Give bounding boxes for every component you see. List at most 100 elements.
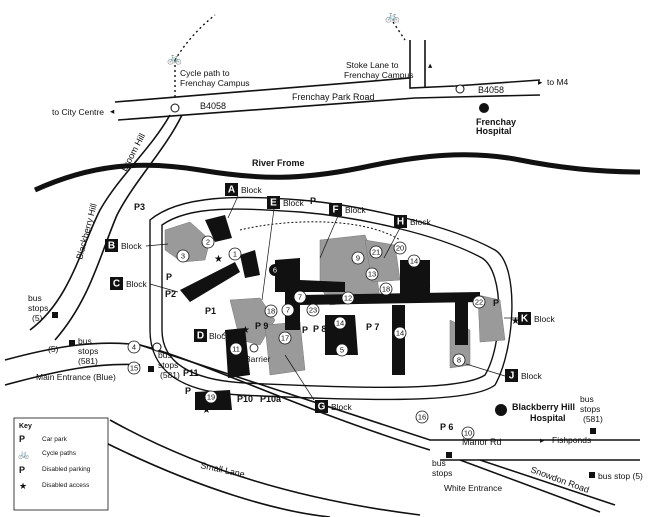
disabled-parking-icon: P xyxy=(493,298,499,308)
bus-stop-label: stops xyxy=(78,346,98,356)
key-disabled-access: Disabled access xyxy=(42,482,90,489)
label-cycle-left-2: Frenchay Campus xyxy=(180,78,249,88)
block-k: K Block xyxy=(518,312,556,325)
block-g-letter: G xyxy=(318,402,326,413)
bus-stop-label: bus stop (5) xyxy=(598,471,643,481)
label-cycle-left-1: Cycle path to xyxy=(180,68,230,78)
label-blackberry-hospital-2: Hospital xyxy=(530,413,566,423)
block-k-letter: K xyxy=(521,314,529,325)
block-f-label: Block xyxy=(345,205,367,215)
building-7: 7 xyxy=(298,293,302,302)
building-18a: 18 xyxy=(267,307,275,316)
bus-stop-label: (581) xyxy=(78,356,98,366)
block-a-label: Block xyxy=(241,185,263,195)
label-frenchay-hospital-1: Frenchay xyxy=(476,117,516,127)
label-to-city-centre: to City Centre xyxy=(52,107,104,117)
bicycle-icon: 🚲 xyxy=(385,9,400,23)
label-main-entrance: Main Entrance (Blue) xyxy=(36,372,116,382)
block-c-label: Block xyxy=(126,279,148,289)
bus-stop-icon xyxy=(52,312,58,318)
label-river-frome: River Frome xyxy=(252,158,305,168)
bus-stop-icon xyxy=(148,366,154,372)
bus-stop-label: bus xyxy=(580,394,594,404)
car-park-p7: P 7 xyxy=(366,322,379,332)
bus-stop-label: bus xyxy=(28,293,42,303)
car-park-p2: P2 xyxy=(165,289,176,299)
parking-labels: P1 P2 P3 P 4 P 5 P 6 P 7 P 8 P 9 P10 P10… xyxy=(134,196,499,432)
label-manor-rd: Manor Rd xyxy=(462,437,502,447)
cycle-path-left xyxy=(174,14,216,100)
roundabout-icon xyxy=(170,103,180,113)
block-e-letter: E xyxy=(270,198,277,209)
car-park-p10a: P10a xyxy=(260,394,282,404)
bus-stop-label: stops xyxy=(28,303,48,313)
key-disabled-parking: Disabled parking xyxy=(42,466,91,473)
roundabout-icon xyxy=(152,342,162,352)
label-to-m4: to M4 xyxy=(547,77,569,87)
block-b-letter: B xyxy=(108,241,115,252)
key-cycle-paths: Cycle paths xyxy=(42,450,77,457)
star-icon: ★ xyxy=(214,254,223,265)
block-c-letter: C xyxy=(113,279,120,290)
manor-road xyxy=(139,344,431,451)
block-a-letter: A xyxy=(228,185,235,196)
building-2: 2 xyxy=(206,238,210,247)
label-white-entrance: White Entrance xyxy=(444,483,502,493)
bus-stop-label: stops xyxy=(432,468,452,478)
building-19: 19 xyxy=(207,393,215,402)
key-car-park: Car park xyxy=(42,436,68,443)
building-14b: 14 xyxy=(336,319,344,328)
disabled-parking-icon: P xyxy=(166,272,172,282)
disabled-access-icons: ★ ★ ★ ★ ★ xyxy=(202,254,520,416)
building-12: 12 xyxy=(344,294,352,303)
building-1: 1 xyxy=(233,250,237,259)
building-22: 22 xyxy=(475,298,483,307)
star-icon: ★ xyxy=(202,405,211,416)
bus-stop-label: stops xyxy=(158,360,178,370)
block-e: E Block xyxy=(267,196,305,209)
block-b: B Block xyxy=(105,239,143,252)
label-frenchay-park-road: Frenchay Park Road xyxy=(292,92,375,102)
building-21: 21 xyxy=(372,248,380,257)
frenchay-park-road xyxy=(114,77,541,121)
stoke-lane xyxy=(409,40,426,88)
building-9: 9 xyxy=(356,254,360,263)
building-8: 8 xyxy=(457,356,461,365)
block-d-letter: D xyxy=(197,331,204,342)
building-11: 11 xyxy=(232,345,240,354)
building-18b: 18 xyxy=(382,285,390,294)
label-cycle-right-2: Frenchay Campus xyxy=(344,70,413,80)
building-15: 15 xyxy=(130,364,138,373)
disabled-parking-icon: P xyxy=(19,465,25,475)
car-park-p: P xyxy=(310,196,316,206)
building-20: 20 xyxy=(396,244,404,253)
map-key: Key P Car park 🚲 Cycle paths P Disabled … xyxy=(13,417,109,511)
disabled-parking-icon: P xyxy=(185,386,191,396)
arrow-right-icon: ▸ xyxy=(540,435,545,445)
bus-stop-icon xyxy=(590,428,596,434)
bus-stop-label: stops xyxy=(580,404,600,414)
car-park-p4: P 4 xyxy=(403,266,416,276)
key-title: Key xyxy=(19,423,32,430)
label-b4058-left: B4058 xyxy=(200,101,226,111)
blackberry-hill-road xyxy=(29,114,183,341)
label-small-lane: Small Lane xyxy=(200,460,246,479)
bus-stop-icon xyxy=(446,452,452,458)
bus-stop-label: (5) xyxy=(48,344,59,354)
block-b-label: Block xyxy=(121,241,143,251)
star-icon: ★ xyxy=(19,481,27,491)
bus-stop-label: bus xyxy=(158,350,172,360)
hospital-marker-icon xyxy=(479,103,489,113)
disabled-parking-icon: P xyxy=(302,325,308,335)
car-park-p3: P3 xyxy=(134,202,145,212)
bus-stop-icon xyxy=(589,472,595,478)
label-frenchay-hospital-2: Hospital xyxy=(476,126,512,136)
building-17: 17 xyxy=(281,334,289,343)
building-numbers: 1 2 3 4 5 6 7 7 8 9 10 11 12 13 14 14 14… xyxy=(127,235,486,440)
arrow-up-icon: ▴ xyxy=(428,60,433,70)
car-park-p10: P10 xyxy=(237,394,253,404)
label-blackberry-hill: Blackberry Hill xyxy=(74,202,99,260)
bus-stops: bus stops (5) (5) bus stops (581) bus st… xyxy=(28,293,643,481)
car-park-p5: P 5 xyxy=(417,280,430,290)
label-fishponds: Fishponds xyxy=(552,435,591,445)
